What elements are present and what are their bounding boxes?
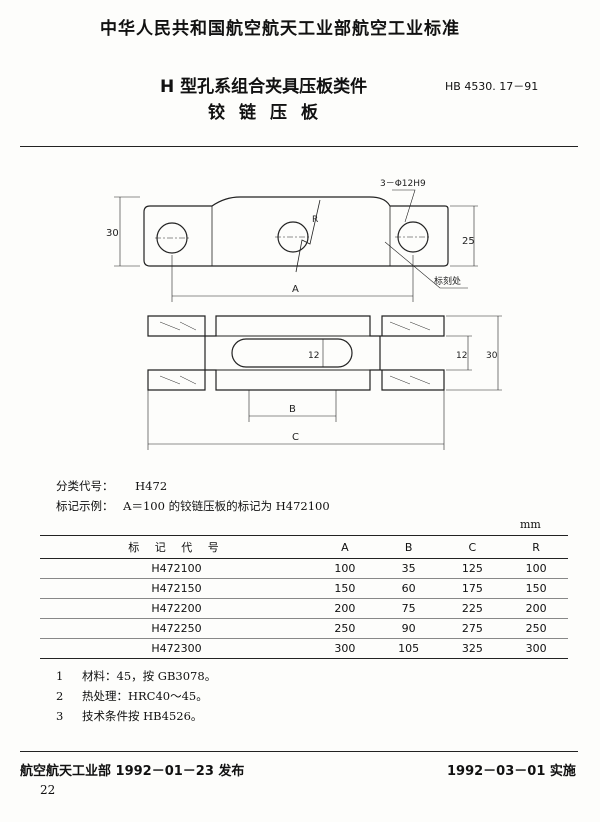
col-header-r: R: [504, 535, 568, 559]
note-3: 3 技术条件按 HB4526。: [56, 708, 202, 724]
unit-label: mm: [520, 518, 541, 531]
document-title: H 型孔系组合夹具压板类件: [160, 77, 368, 97]
top-view: [114, 189, 478, 302]
document-subtitle: 铰链压板: [208, 103, 332, 123]
standard-number: HB 4530. 17－91: [445, 80, 539, 93]
hole-callout: 3－Φ12H9: [380, 179, 426, 189]
class-code-label: 分类代号：: [56, 479, 114, 493]
note-1: 1 材料：45，按 GB3078。: [56, 668, 216, 684]
footer-rule: [20, 751, 578, 752]
col-header-c: C: [440, 535, 505, 559]
note-number: 2: [56, 689, 64, 703]
note-number: 1: [56, 669, 64, 683]
col-header-b: B: [376, 535, 441, 559]
dim-12-inner-label: 12: [308, 351, 319, 361]
class-code-value: H472: [135, 479, 168, 493]
radius-label: R: [312, 215, 318, 225]
note-2: 2 热处理：HRC40～45。: [56, 688, 208, 704]
side-view: [147, 315, 502, 450]
col-header-a: A: [313, 535, 377, 559]
note-text: 材料：45，按 GB3078。: [82, 669, 217, 683]
dim-b-label: B: [289, 404, 296, 415]
dim-30-label: 30: [106, 228, 119, 239]
note-text: 技术条件按 HB4526。: [82, 709, 203, 723]
technical-drawing: 30 25 A 3－Φ12H9 R 标刻处 12 12 30 B C: [106, 179, 502, 450]
dim-12-outer-label: 12: [456, 351, 467, 361]
class-code-line: 分类代号： H472: [56, 478, 167, 494]
issuing-organization: 中华人民共和国航空航天工业部航空工业标准: [100, 19, 460, 39]
dim-a-label: A: [292, 284, 299, 295]
note-text: 热处理：HRC40～45。: [82, 689, 208, 703]
note-number: 3: [56, 709, 64, 723]
slot: [231, 338, 353, 368]
issue-date: 航空航天工业部 1992－01－23 发布: [20, 764, 245, 779]
dim-25-label: 25: [462, 236, 475, 247]
col-header-code: 标 记 代 号: [40, 535, 313, 559]
marking-label: 标刻处: [434, 275, 461, 287]
dim-30-side-label: 30: [486, 351, 498, 361]
marking-example-line: 标记示例： A＝100 的铰链压板的标记为 H472100: [56, 498, 330, 514]
page-number: 22: [40, 783, 56, 797]
dim-c-label: C: [292, 432, 299, 443]
header-rule: [20, 146, 578, 147]
marking-example-text: A＝100 的铰链压板的标记为 H472100: [123, 499, 330, 513]
effective-date: 1992－03－01 实施: [447, 764, 576, 779]
marking-example-label: 标记示例：: [56, 499, 114, 513]
